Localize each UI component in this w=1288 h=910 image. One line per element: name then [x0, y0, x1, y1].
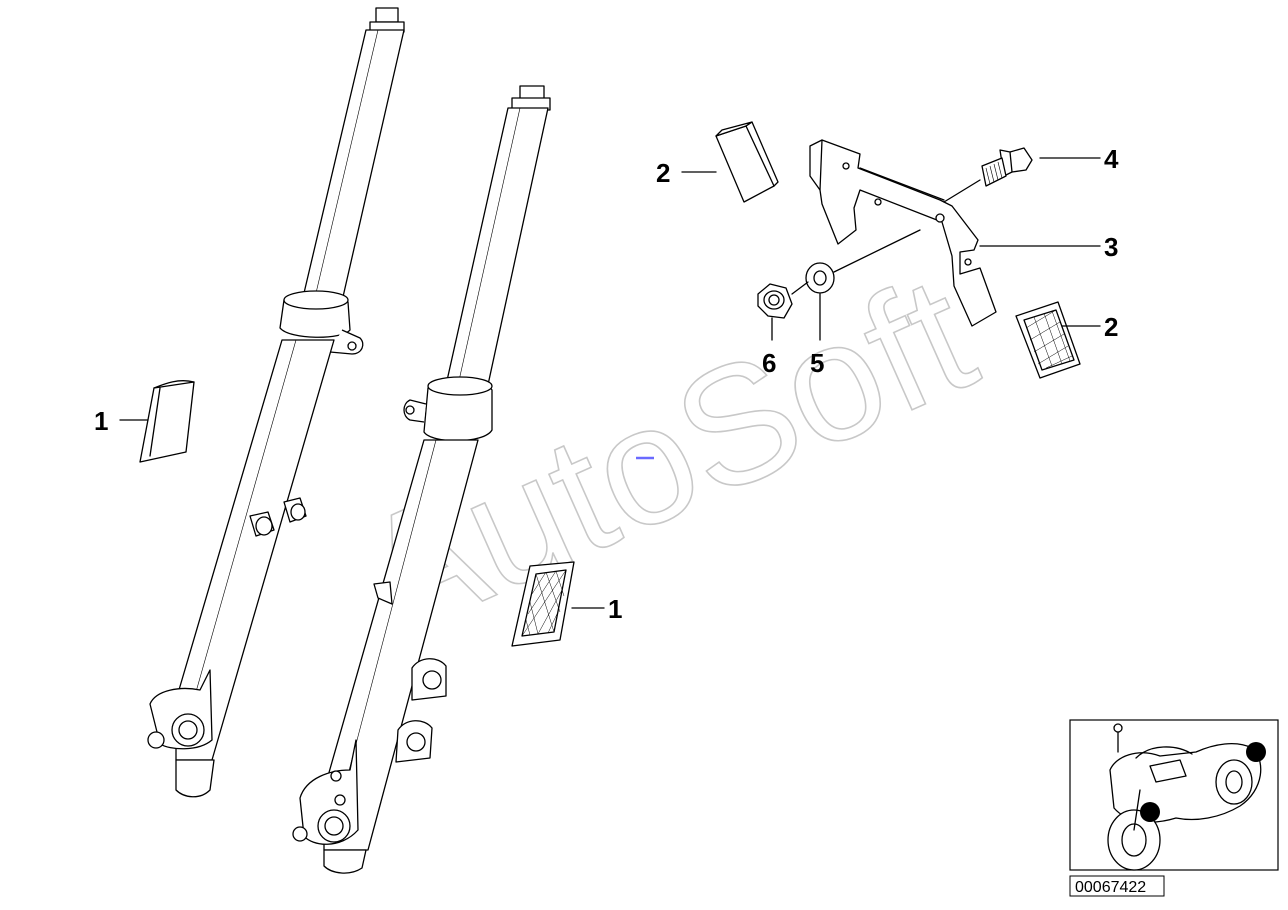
part-6-nut	[757, 283, 793, 319]
location-thumbnail	[1069, 719, 1279, 871]
callout-2-top: 2	[656, 158, 670, 188]
callout-6: 6	[762, 348, 776, 378]
location-marker-front	[1140, 802, 1160, 822]
location-marker-rear	[1246, 742, 1266, 762]
callout-3: 3	[1104, 232, 1118, 262]
leader-lines	[119, 157, 1101, 609]
part-2-pad-top	[715, 121, 779, 203]
fork-leg-left	[147, 7, 405, 798]
part-4-bolt	[981, 147, 1033, 187]
callout-1-left: 1	[94, 406, 108, 436]
callouts: 1 1 2 2 3 4 5 6	[94, 144, 1119, 624]
fork-leg-right	[292, 85, 551, 874]
part-5-washer	[805, 262, 835, 294]
callout-2-right: 2	[1104, 312, 1118, 342]
reference-number-box: 00067422	[1069, 875, 1165, 897]
callout-5: 5	[810, 348, 824, 378]
callout-1-right: 1	[608, 594, 622, 624]
part-2-pad-right	[1015, 301, 1081, 379]
part-1-reflector-center	[511, 561, 575, 647]
reference-number: 00067422	[1075, 879, 1146, 896]
callout-4: 4	[1104, 144, 1119, 174]
part-1-reflector-left	[139, 380, 195, 463]
part-3-bracket	[809, 139, 997, 327]
